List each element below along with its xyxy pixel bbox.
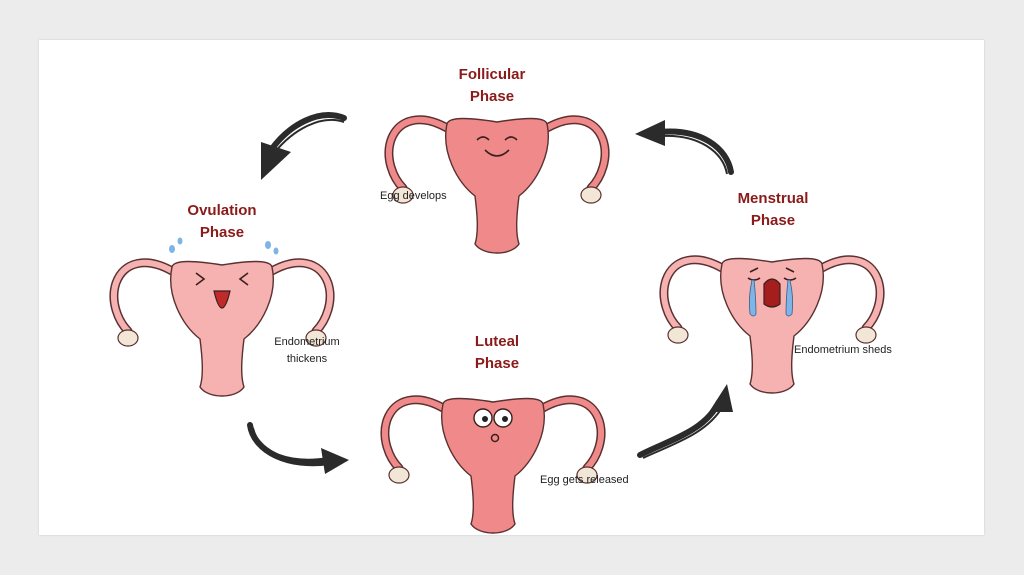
ovulation-caption-line2: thickens xyxy=(286,353,328,365)
laughing-face-icon xyxy=(195,272,249,309)
follicular-phase-title: Follicular Phase xyxy=(417,64,567,108)
ovulation-caption: Endometrium thickens xyxy=(267,334,347,368)
menstrual-title-line2: Phase xyxy=(750,212,796,229)
menstrual-caption: Endometrium sheds xyxy=(794,344,892,356)
sweat-drops-icon xyxy=(169,237,279,255)
arrow-follicular-to-ovulation xyxy=(261,112,347,180)
arrow-ovulation-to-luteal xyxy=(247,422,349,474)
surprised-face-icon xyxy=(473,408,513,443)
luteal-title-line1: Luteal xyxy=(474,333,520,350)
follicular-caption: Egg develops xyxy=(380,190,447,202)
ovulation-caption-line1: Endometrium xyxy=(274,336,340,348)
content-face-icon xyxy=(476,136,518,157)
luteal-caption: Egg gets released xyxy=(540,474,629,486)
cycle-diagram xyxy=(39,112,984,535)
ovulation-uterus xyxy=(114,237,330,397)
ovulation-phase-title: Ovulation Phase xyxy=(147,200,297,244)
diagram-card: Follicular Phase Ovulation Phase Luteal … xyxy=(39,40,984,535)
follicular-title-line2: Phase xyxy=(469,88,515,105)
ovulation-title-line2: Phase xyxy=(199,224,245,241)
follicular-title-line1: Follicular xyxy=(458,66,526,83)
arrow-menstrual-to-follicular xyxy=(635,120,734,175)
menstrual-uterus xyxy=(664,259,880,394)
crying-face-icon xyxy=(747,267,797,317)
menstrual-title-line1: Menstrual xyxy=(737,190,809,207)
follicular-uterus xyxy=(389,119,605,254)
arrow-luteal-to-menstrual xyxy=(637,384,733,459)
luteal-uterus xyxy=(385,399,601,534)
luteal-phase-title: Luteal Phase xyxy=(422,331,572,375)
ovulation-title-line1: Ovulation xyxy=(187,202,257,219)
menstrual-phase-title: Menstrual Phase xyxy=(698,188,848,232)
luteal-title-line2: Phase xyxy=(474,355,520,372)
